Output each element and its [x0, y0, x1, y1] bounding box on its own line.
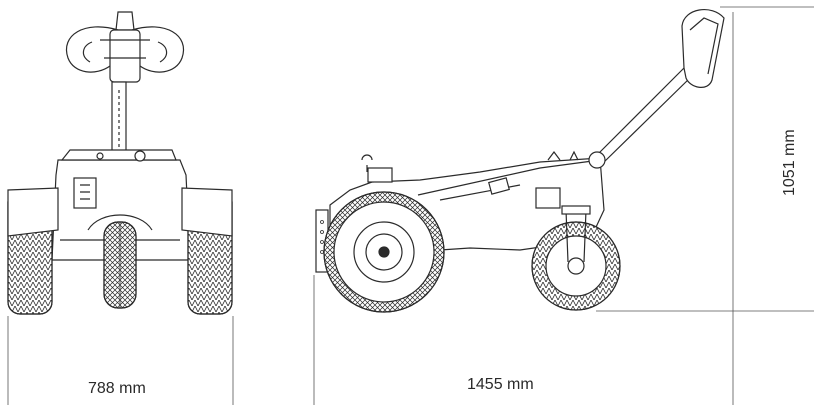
side-view-drawing [315, 9, 725, 313]
height-dimension-label: 1051 mm [781, 129, 798, 196]
front-caster-wheel [103, 221, 137, 309]
width-dimension-label: 788 mm [88, 380, 146, 397]
side-rear-wheel [323, 191, 445, 313]
height-dimension [596, 6, 814, 312]
length-dimension-label: 1455 mm [467, 376, 534, 393]
front-view-drawing [7, 11, 233, 315]
side-tiller [588, 9, 725, 169]
length-dimension [313, 12, 734, 405]
front-handle [65, 11, 185, 83]
side-caster-wheel [531, 205, 621, 311]
front-body [51, 149, 191, 261]
width-dimension [7, 316, 234, 405]
front-mast [111, 81, 127, 153]
